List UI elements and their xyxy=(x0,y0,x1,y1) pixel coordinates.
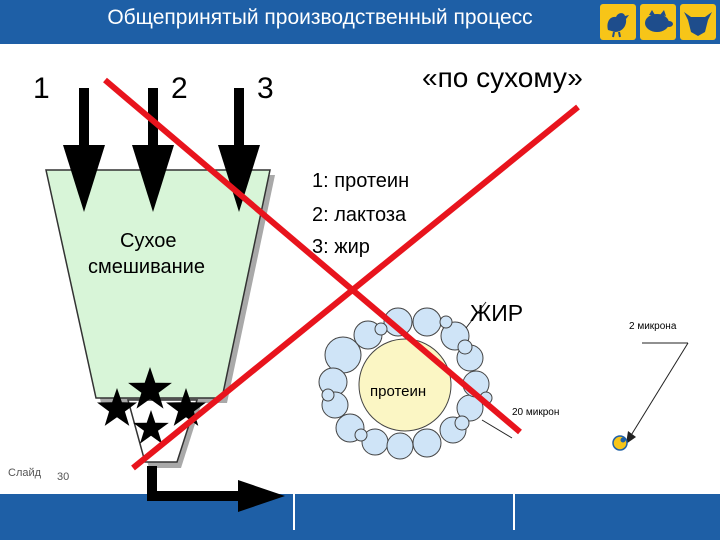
core-label: протеин xyxy=(370,383,427,400)
input-arrow-3 xyxy=(218,88,260,212)
slide-number: 30 xyxy=(57,471,70,483)
slide-title: Общепринятый производственный процесс xyxy=(107,6,533,29)
mixing-hopper xyxy=(45,169,271,399)
pointer-arrowhead xyxy=(626,431,636,444)
hopper-label-line2: смешивание xyxy=(88,256,205,278)
hopper-label-line1: Сухое xyxy=(120,230,177,252)
chicken-icon xyxy=(600,4,636,40)
star-icon xyxy=(166,388,206,426)
tiny-particle xyxy=(612,435,628,451)
stream-label-1: 1 xyxy=(33,72,50,105)
pig-icon xyxy=(640,4,676,40)
star-icon xyxy=(97,388,137,426)
star-icon xyxy=(133,410,169,444)
method-label: «по сухому» xyxy=(422,62,583,93)
ingredient-fat: 3: жир xyxy=(312,236,370,258)
size-pointer xyxy=(481,419,513,439)
small-size-pointer xyxy=(629,342,689,438)
protein-core xyxy=(358,338,452,432)
star-icon xyxy=(128,367,172,409)
ingredient-lactose: 2: лактоза xyxy=(312,204,407,226)
size-small-label: 2 микрона xyxy=(629,321,677,332)
stream-label-3: 3 xyxy=(257,72,274,105)
cow-icon xyxy=(680,4,716,40)
input-arrow-1 xyxy=(63,88,105,212)
fat-label: ЖИР xyxy=(470,300,524,326)
footer-bar xyxy=(0,494,720,540)
size-large-label: 20 микрон xyxy=(512,407,560,418)
fat-label-pointer xyxy=(465,301,487,329)
output-arrow xyxy=(147,466,285,512)
slide-label: Слайд xyxy=(8,467,42,479)
cross-out-line xyxy=(103,77,522,435)
tiny-particle-core xyxy=(620,437,626,443)
fat-globule-cluster xyxy=(318,307,493,460)
stream-label-2: 2 xyxy=(171,72,188,105)
ingredient-protein: 1: протеин xyxy=(312,170,410,192)
cross-out-line xyxy=(131,104,580,471)
